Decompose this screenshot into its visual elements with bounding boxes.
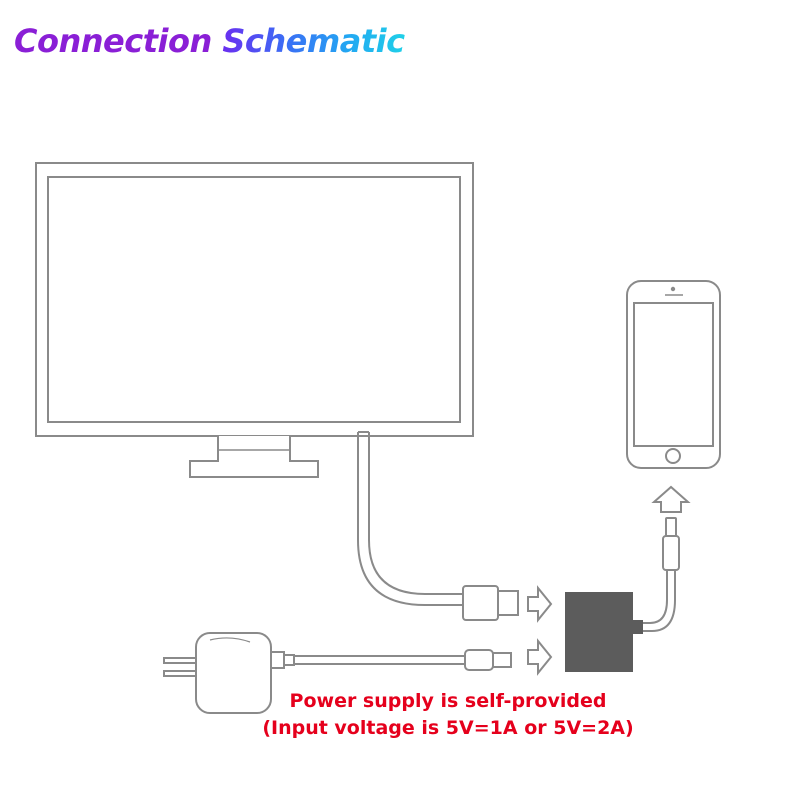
title-part-1: Connection bbox=[14, 22, 212, 60]
hdmi-plug-icon bbox=[462, 585, 519, 621]
monitor-icon bbox=[35, 162, 474, 478]
lightning-cable bbox=[643, 570, 676, 632]
power-note-line-2: (Input voltage is 5V=1A or 5V=2A) bbox=[262, 717, 634, 739]
arrow-right-icon bbox=[527, 638, 553, 676]
power-adapter-icon bbox=[163, 632, 272, 714]
lightning-plug-icon bbox=[662, 517, 680, 571]
usb-plug-icon bbox=[464, 649, 512, 671]
page-title: Connection Schematic bbox=[14, 22, 405, 60]
hdmi-cable bbox=[357, 431, 463, 606]
arrow-up-icon bbox=[651, 485, 691, 513]
arrow-right-icon bbox=[527, 585, 553, 623]
monitor-stand bbox=[189, 436, 319, 478]
title-part-2: Schematic bbox=[222, 22, 405, 60]
adapter-hub-icon bbox=[565, 592, 643, 672]
smartphone-icon bbox=[626, 280, 721, 469]
power-note-line-1: Power supply is self-provided bbox=[289, 690, 607, 712]
usb-cable bbox=[270, 651, 465, 669]
monitor-screen bbox=[47, 176, 461, 423]
